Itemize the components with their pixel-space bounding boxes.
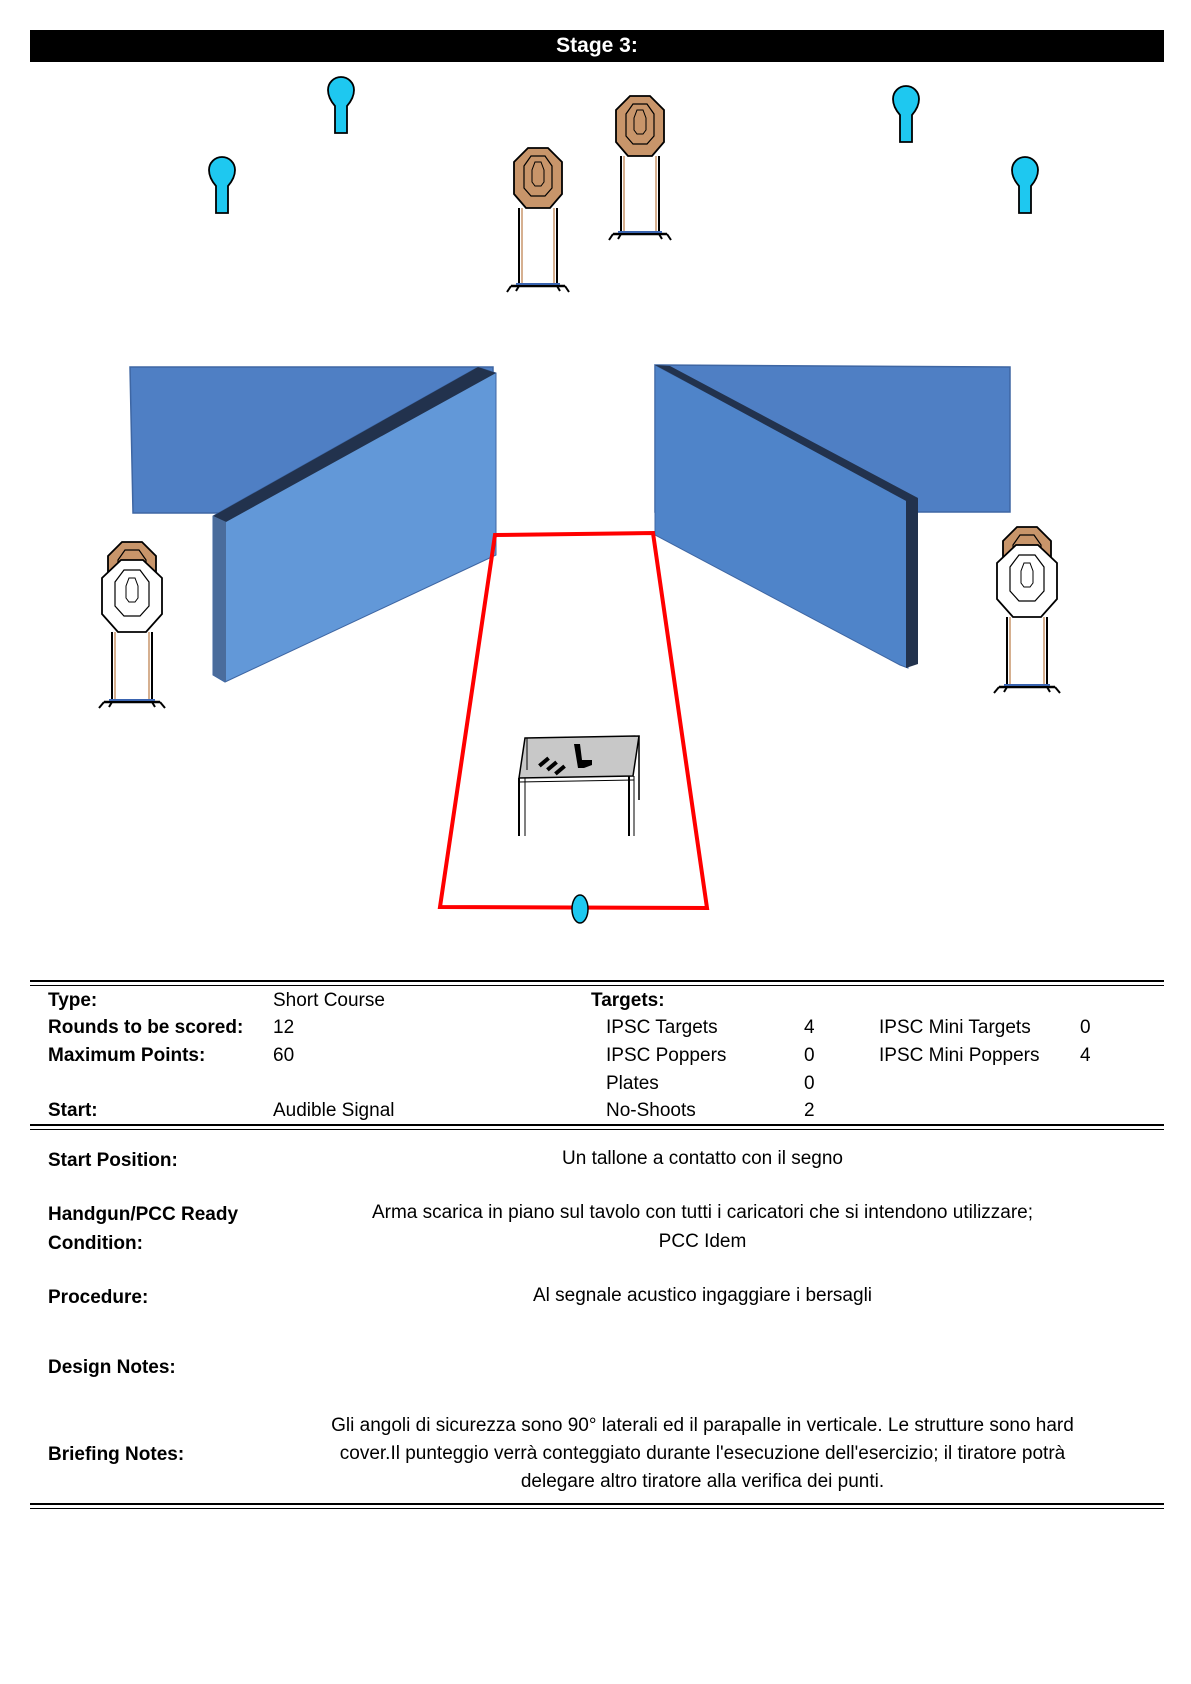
briefing-notes-line-3: delegare altro tiratore alla verifica de… <box>520 1471 885 1492</box>
left-wall <box>129 366 497 683</box>
type-label: Type: <box>48 990 98 1011</box>
ipsc-target-far-right <box>607 94 673 242</box>
start-position-value: Un tallone a contatto con il segno <box>562 1148 843 1169</box>
noshoots-value: 2 <box>804 1100 815 1121</box>
type-value: Short Course <box>273 990 385 1011</box>
start-value: Audible Signal <box>273 1100 395 1121</box>
mini-poppers-value: 4 <box>1080 1045 1091 1066</box>
start-position-label: Start Position: <box>48 1150 178 1171</box>
mini-target-label: IPSC Mini Targets <box>879 1017 1031 1038</box>
procedure-label: Procedure: <box>48 1287 149 1308</box>
plates-value: 0 <box>804 1073 815 1094</box>
target-count-label: IPSC Targets <box>606 1017 718 1038</box>
rule-bottom-2 <box>30 1508 1164 1509</box>
ipsc-target-noshoot-right <box>992 525 1062 695</box>
points-value: 60 <box>273 1045 295 1066</box>
mini-popper <box>1011 156 1039 214</box>
mini-popper <box>892 85 920 143</box>
briefing-notes-label: Briefing Notes: <box>48 1444 185 1465</box>
ipsc-target-far-left <box>505 146 571 294</box>
ready-condition-value-2: PCC Idem <box>658 1231 747 1252</box>
poppers-value: 0 <box>804 1045 815 1066</box>
ready-condition-label-1: Handgun/PCC Ready <box>48 1204 239 1225</box>
right-wall <box>654 364 1011 669</box>
stage-title: Stage 3: <box>30 30 1164 62</box>
procedure-value: Al segnale acustico ingaggiare i bersagl… <box>532 1285 873 1306</box>
mini-popper <box>327 76 355 134</box>
ready-condition-label-2: Condition: <box>48 1233 143 1254</box>
rule-top-2 <box>30 985 1164 986</box>
rule-mid-2 <box>30 1129 1164 1130</box>
rule-top-1 <box>30 980 1164 982</box>
poppers-label: IPSC Poppers <box>606 1045 727 1066</box>
start-label: Start: <box>48 1100 98 1121</box>
shooting-area-fault-line <box>437 530 710 911</box>
start-mark <box>571 894 589 924</box>
stage-diagram <box>97 76 1062 924</box>
start-table <box>518 735 640 836</box>
points-label: Maximum Points: <box>48 1045 206 1066</box>
ready-condition-value-1: Arma scarica in piano sul tavolo con tut… <box>371 1202 1034 1223</box>
design-notes-label: Design Notes: <box>48 1357 176 1378</box>
mini-popper <box>208 156 236 214</box>
noshoots-label: No-Shoots <box>606 1100 696 1121</box>
ipsc-target-noshoot-left <box>97 540 167 710</box>
rule-mid-1 <box>30 1124 1164 1126</box>
rule-bottom-1 <box>30 1503 1164 1505</box>
briefing-notes-line-2: cover.Il punteggio verrà conteggiato dur… <box>339 1443 1066 1464</box>
mini-poppers-label: IPSC Mini Poppers <box>879 1045 1040 1066</box>
targets-label: Targets: <box>591 990 665 1011</box>
rounds-value: 12 <box>273 1017 295 1038</box>
rounds-label: Rounds to be scored: <box>48 1017 244 1038</box>
mini-target-value: 0 <box>1080 1017 1091 1038</box>
target-count-value: 4 <box>804 1017 815 1038</box>
briefing-notes-line-1: Gli angoli di sicurezza sono 90° lateral… <box>331 1415 1074 1436</box>
plates-label: Plates <box>606 1073 659 1094</box>
